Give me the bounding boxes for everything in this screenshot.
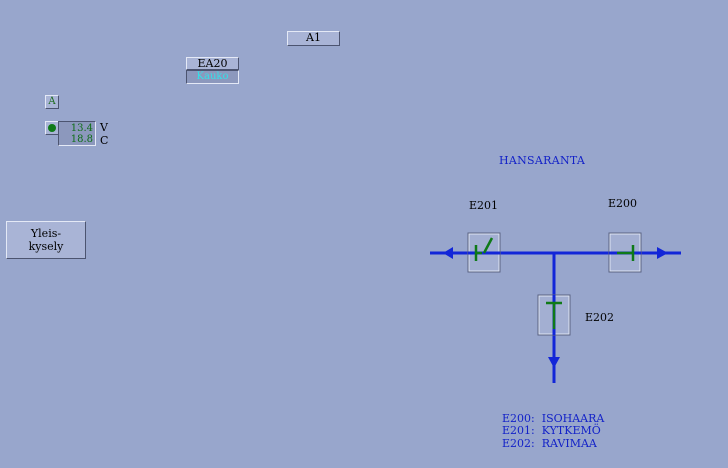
legend-item: E201: KYTKEMÖ — [502, 424, 601, 437]
ea20-status: Kauko — [186, 70, 239, 84]
switch-e201[interactable] — [467, 232, 501, 273]
switch-e200[interactable] — [608, 232, 642, 273]
legend-item: E202: RAVIMAA — [502, 437, 597, 450]
general-query-button[interactable]: Yleis- kysely — [6, 221, 86, 259]
arrow-down-icon — [548, 357, 560, 368]
switch-e202-label: E202 — [585, 311, 615, 324]
measurement-temperature: 18.8 — [70, 134, 93, 145]
ea20-label[interactable]: EA20 — [186, 57, 239, 70]
switch-e202[interactable] — [537, 294, 571, 336]
switch-e200-label: E200 — [608, 197, 638, 210]
measurement-box: 13.4 18.8 — [58, 121, 96, 146]
unit-voltage: V — [100, 121, 108, 134]
a-button[interactable]: A — [45, 95, 59, 109]
legend-item: E200: ISOHAARA — [502, 412, 605, 425]
switch-e201-label: E201 — [469, 199, 499, 212]
status-led-icon — [48, 124, 56, 132]
unit-temperature: C — [100, 134, 109, 147]
measurement-voltage: 13.4 — [70, 123, 93, 134]
arrow-right-icon — [657, 247, 668, 259]
general-query-label-1: Yleis- — [30, 227, 62, 240]
station-title: HANSARANTA — [499, 154, 586, 167]
a1-button[interactable]: A1 — [287, 31, 340, 46]
arrow-left-icon — [443, 247, 453, 259]
general-query-label-2: kysely — [28, 240, 64, 253]
